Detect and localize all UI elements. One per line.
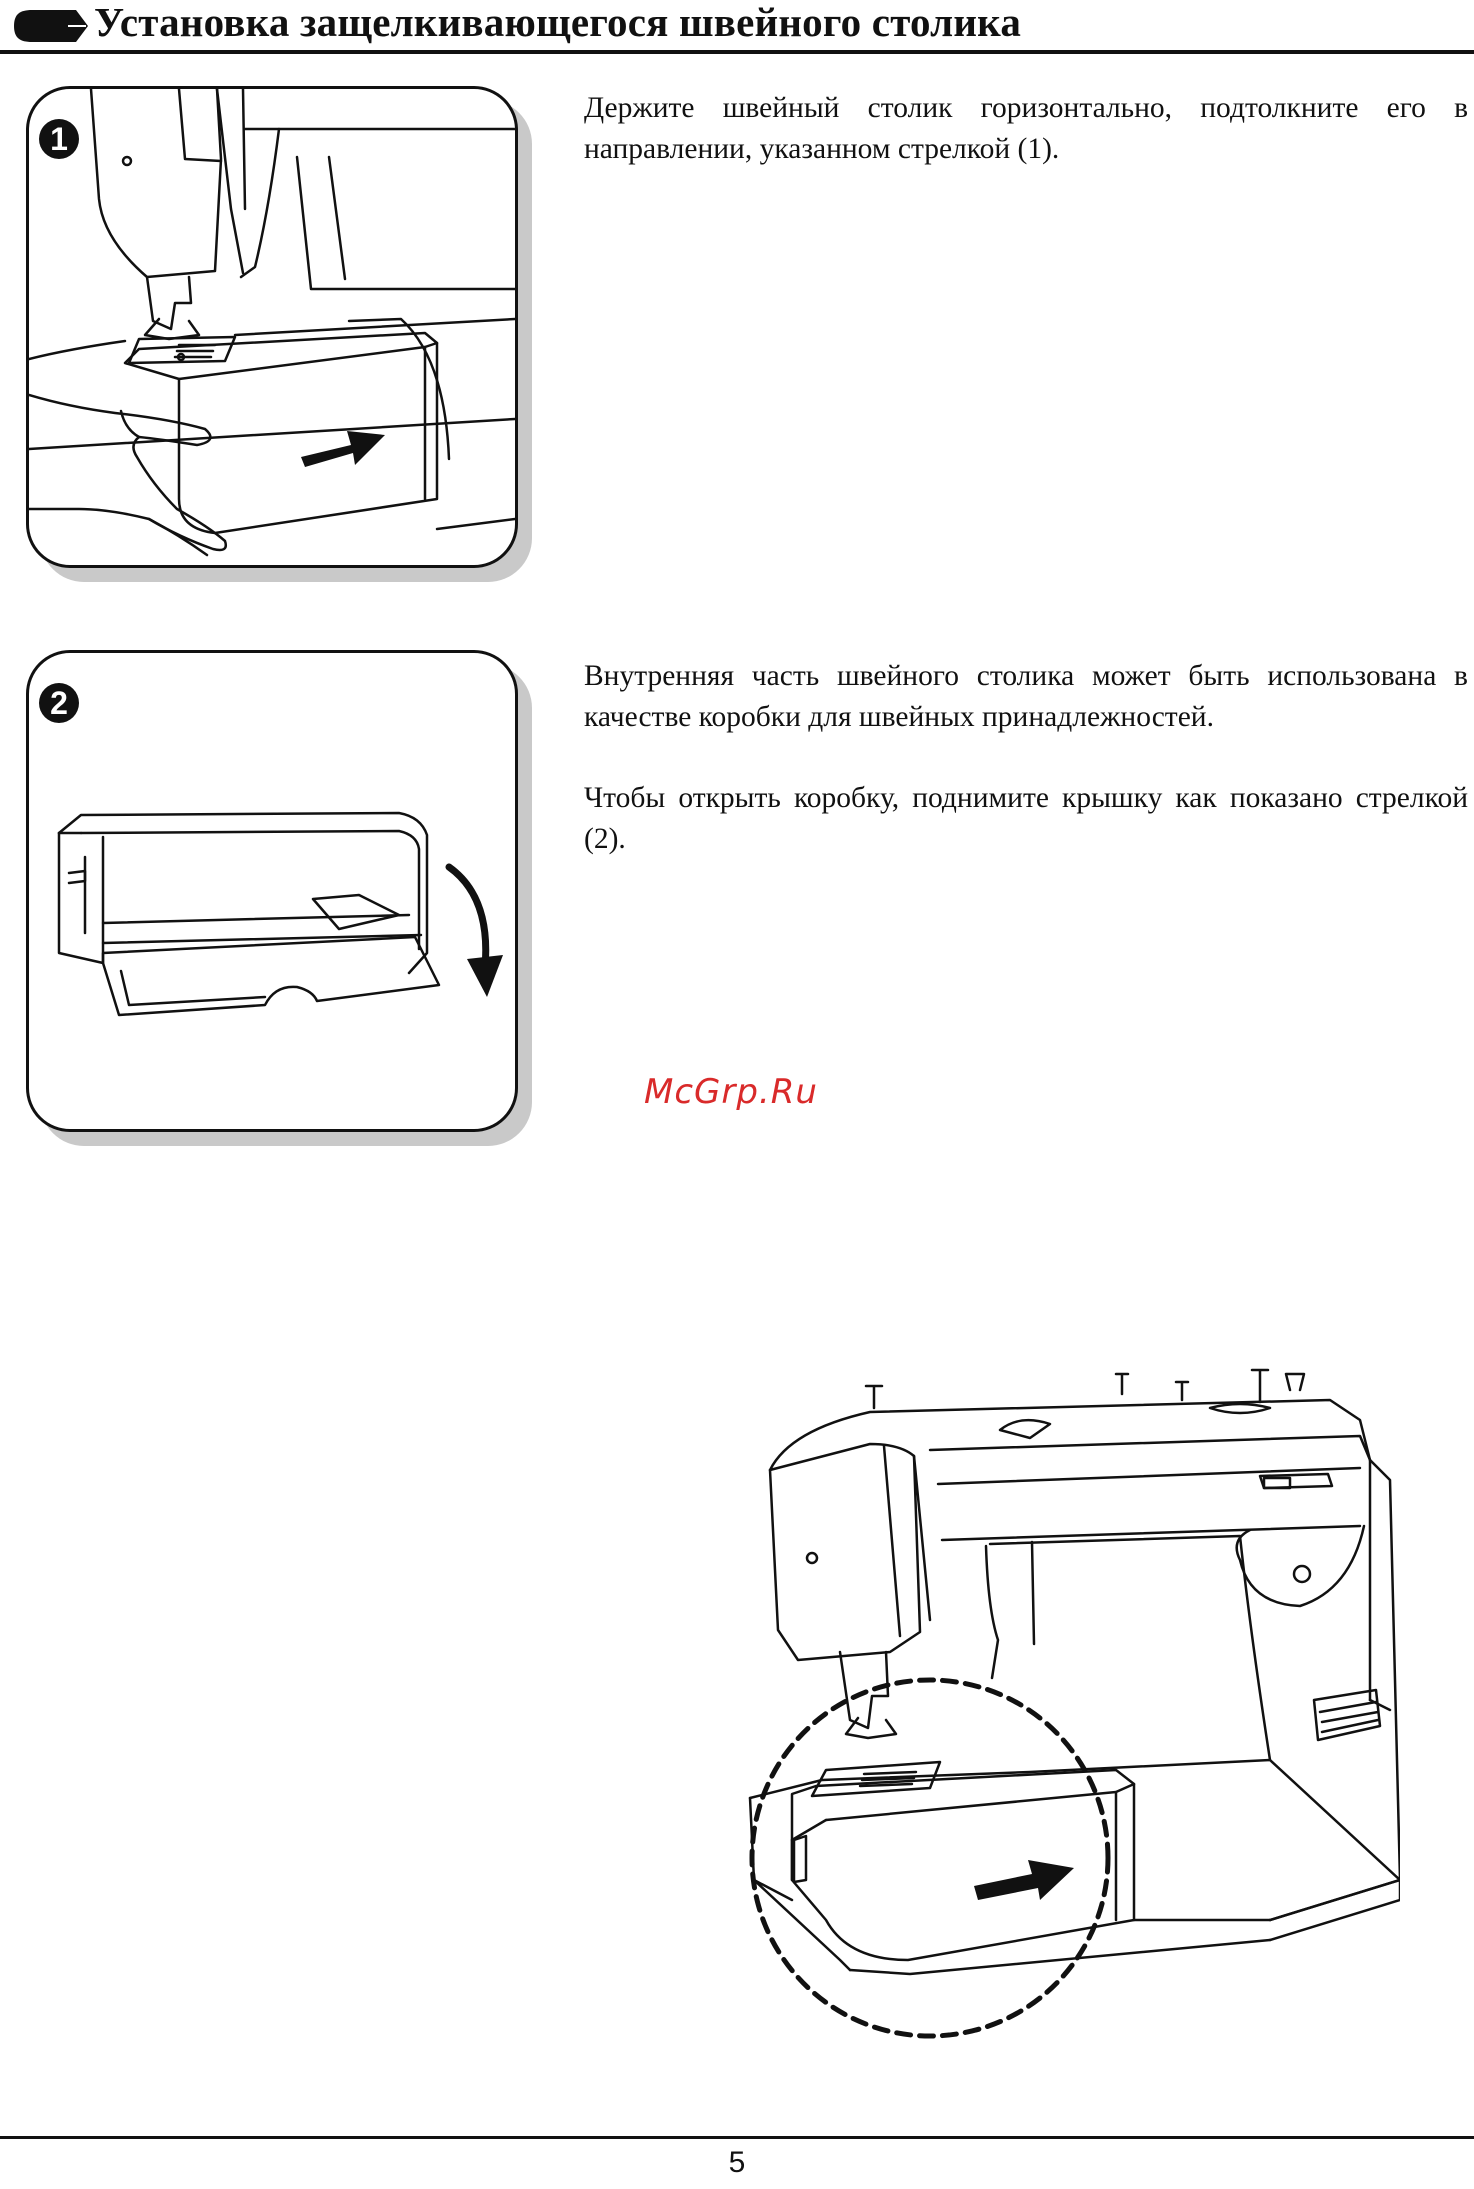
step-2-badge: 2 bbox=[39, 683, 79, 723]
step-2-paragraph-1: Внутренняя часть швейного столика может … bbox=[584, 660, 1468, 733]
sewing-machine-drawing bbox=[748, 1368, 1400, 2039]
step-1-badge: 1 bbox=[39, 119, 79, 159]
step-2-illustration: 2 bbox=[26, 650, 532, 1146]
step-1-illustration: 1 bbox=[26, 86, 532, 582]
footer-rule bbox=[0, 2136, 1474, 2139]
accessory-box-drawing bbox=[57, 811, 503, 1017]
arrow-tab-icon bbox=[14, 10, 88, 42]
step-1-text: Держите швейный столик горизонтально, по… bbox=[584, 88, 1468, 170]
page-header: Установка защелкивающегося швейного стол… bbox=[0, 0, 1474, 54]
page-number: 5 bbox=[728, 2146, 746, 2179]
step-2-paragraph-2: Чтобы открыть коробку, поднимите крышку … bbox=[584, 782, 1468, 855]
page-title: Установка защелкивающегося швейного стол… bbox=[94, 0, 1022, 45]
watermark-text: McGrp.Ru bbox=[644, 1072, 818, 1112]
header-rule bbox=[0, 50, 1474, 54]
step-2-text: Внутренняя часть швейного столика может … bbox=[584, 656, 1468, 860]
step-1-paragraph: Держите швейный столик горизонтально, по… bbox=[584, 92, 1468, 165]
machine-closeup-drawing bbox=[29, 89, 515, 557]
